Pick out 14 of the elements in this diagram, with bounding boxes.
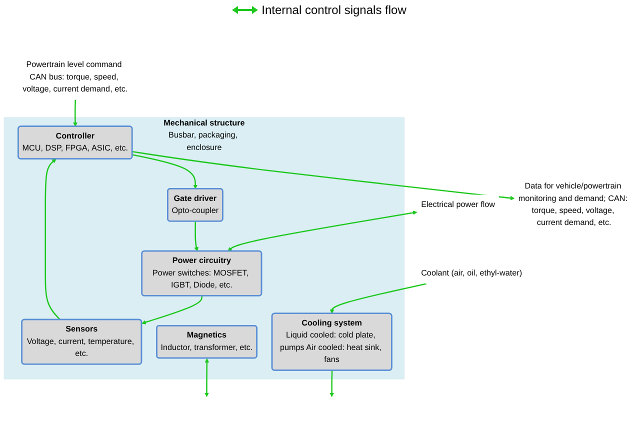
arrow <box>194 221 199 252</box>
arrow <box>132 151 515 200</box>
arrow <box>330 283 427 314</box>
node-text: Coolant (air, oil, ethyl-water) <box>421 268 522 278</box>
arrow <box>132 154 198 190</box>
arrow <box>73 100 78 127</box>
arrow <box>142 296 203 324</box>
arrow <box>204 358 210 398</box>
arrow <box>330 370 334 398</box>
node-text: Powertrain level command CAN bus: torque, speed, voltage, current demand, etc. <box>22 60 128 94</box>
note-text: Internal control signals flow <box>262 3 406 17</box>
node-text: Data for vehicle/powertrain monitoring and demand; CAN: torque, speed, voltage, current demand, etc. <box>518 182 628 228</box>
arrow <box>44 158 61 320</box>
arrow <box>228 210 418 252</box>
